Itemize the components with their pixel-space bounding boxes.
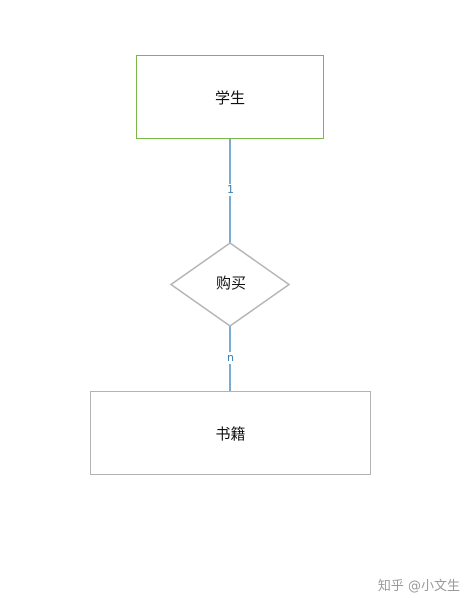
relationship-diamond	[169, 242, 291, 327]
cardinality-student: 1	[226, 183, 235, 196]
relationship-label: 购买	[215, 274, 246, 292]
watermark: 知乎 @小文生	[377, 579, 460, 594]
entity-book-label: 书籍	[215, 424, 246, 443]
cardinality-book: n	[226, 351, 235, 364]
entity-student-label: 学生	[214, 88, 245, 107]
entity-student: 学生	[136, 55, 324, 139]
entity-book: 书籍	[90, 391, 371, 475]
